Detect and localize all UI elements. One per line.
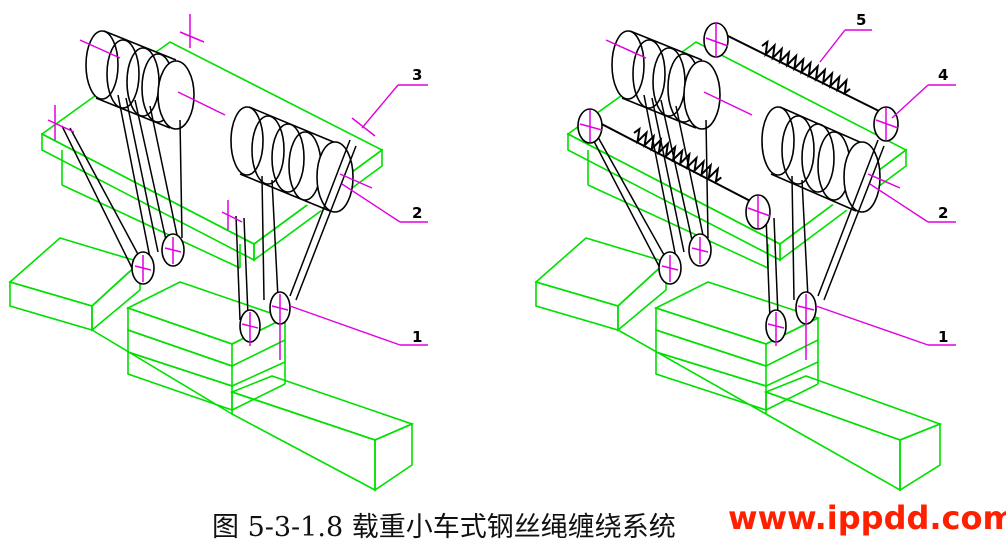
left-wire-ropes <box>61 94 357 321</box>
right-base-beam <box>534 237 943 492</box>
right-wire-ropes <box>585 94 885 321</box>
right-callout-4: 4 <box>938 66 948 84</box>
left-base-beam <box>8 237 415 492</box>
right-drum-front <box>761 106 881 213</box>
right-spring-upper <box>723 33 886 115</box>
left-callout-3: 3 <box>412 66 422 84</box>
right-callout-leaders <box>815 29 956 346</box>
left-callout-2: 2 <box>412 204 422 222</box>
figure-caption: 图 5-3-1.8 载重小车式钢丝绳缠绕系统 <box>212 512 676 543</box>
right-trolley-block <box>653 281 821 412</box>
right-callout-2: 2 <box>938 204 948 222</box>
left-drum-front <box>230 106 354 213</box>
left-trolley-block <box>125 281 288 412</box>
right-centerlines <box>579 22 901 360</box>
right-callout-5: 5 <box>856 11 866 29</box>
left-diagram: 1 2 3 <box>8 14 428 492</box>
left-callout-leaders <box>289 84 428 346</box>
right-diagram: 1 2 4 5 <box>534 11 956 492</box>
watermark-text: www.ippdd.com <box>728 499 1006 537</box>
left-callout-1: 1 <box>412 328 422 346</box>
right-callout-1: 1 <box>938 328 948 346</box>
